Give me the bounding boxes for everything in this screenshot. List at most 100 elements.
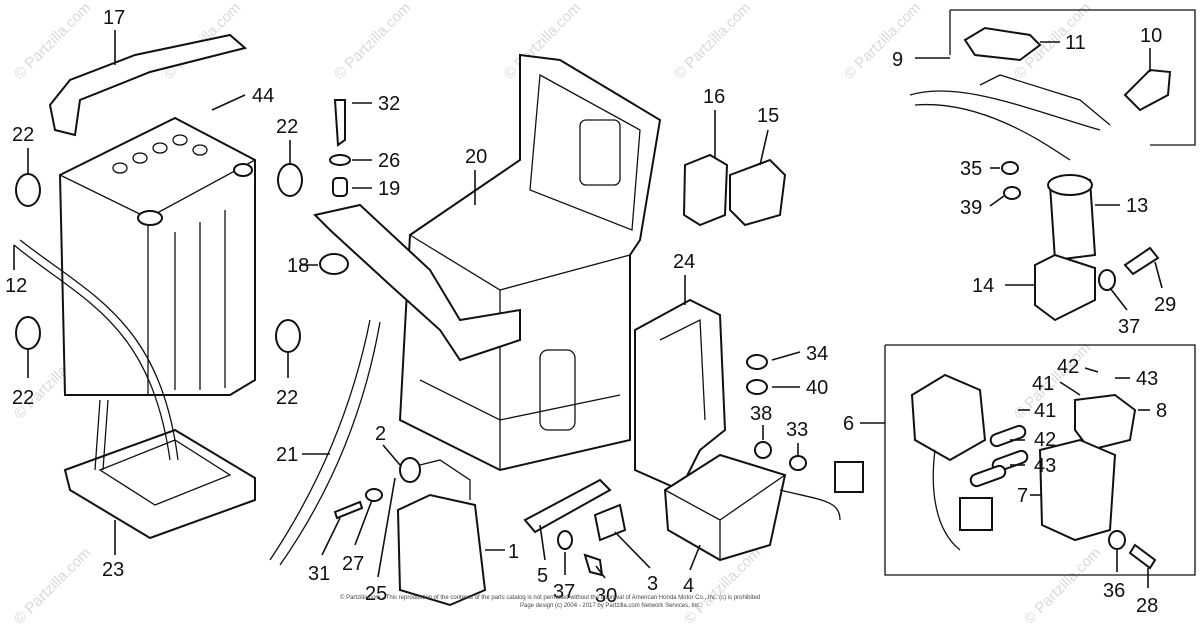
- callout-38[interactable]: 38: [750, 403, 772, 425]
- grommet: [15, 316, 41, 350]
- callout-42[interactable]: 42: [1034, 429, 1056, 451]
- grommet: [277, 163, 303, 197]
- screw-28: [1128, 543, 1157, 570]
- bracket-24: [634, 298, 727, 492]
- callout-14[interactable]: 14: [972, 275, 994, 297]
- nut-35: [1001, 161, 1019, 175]
- callout-36[interactable]: 36: [1103, 580, 1125, 602]
- regulator: [396, 493, 487, 607]
- callout-5[interactable]: 5: [537, 565, 548, 587]
- washer-37b: [1098, 269, 1116, 291]
- callout-21[interactable]: 21: [276, 444, 298, 466]
- callout-1[interactable]: 1: [508, 541, 519, 563]
- callout-31[interactable]: 31: [308, 563, 330, 585]
- watermark-text: © Partzilla.com: [841, 0, 924, 83]
- callout-26[interactable]: 26: [378, 150, 400, 172]
- boot-10: [1123, 68, 1172, 112]
- bolt-30: [583, 553, 604, 577]
- callout-41[interactable]: 41: [1034, 400, 1056, 422]
- collar: [332, 177, 348, 197]
- callout-23[interactable]: 23: [102, 559, 124, 581]
- nut-38: [754, 441, 772, 459]
- callout-4[interactable]: 4: [683, 575, 694, 597]
- callout-34[interactable]: 34: [806, 343, 828, 365]
- callout-37[interactable]: 37: [1118, 316, 1140, 338]
- callout-12[interactable]: 12: [5, 275, 27, 297]
- battery-drawing: [58, 116, 256, 396]
- fuse: [969, 464, 1007, 488]
- watermark-text: © Partzilla.com: [1021, 544, 1104, 627]
- watermark-text: © Partzilla.com: [671, 0, 754, 83]
- callout-10[interactable]: 10: [1140, 25, 1162, 47]
- callout-32[interactable]: 32: [378, 93, 400, 115]
- washer-37: [557, 530, 573, 550]
- callout-6[interactable]: 6: [843, 413, 854, 435]
- plate: [523, 478, 612, 534]
- callout-16[interactable]: 16: [703, 86, 725, 108]
- boot-11: [963, 26, 1042, 62]
- screw-31: [333, 500, 364, 520]
- callout-29[interactable]: 29: [1154, 294, 1176, 316]
- callout-11[interactable]: 11: [1065, 32, 1086, 54]
- watermark-text: © Partzilla.com: [11, 0, 94, 83]
- callout-27[interactable]: 27: [342, 553, 364, 575]
- callout-35[interactable]: 35: [960, 158, 982, 180]
- watermark-text: © Partzilla.com: [11, 544, 94, 627]
- callout-numbers: 17 44 32 26 19 20 18 22 22 22 22 12 21 2…: [5, 7, 1176, 617]
- callout-30[interactable]: 30: [595, 585, 617, 607]
- breather-tube: [269, 319, 371, 561]
- callout-39[interactable]: 39: [960, 197, 982, 219]
- callout-17[interactable]: 17: [103, 7, 125, 29]
- callout-25[interactable]: 25: [365, 583, 387, 605]
- group-box-9: [950, 9, 1196, 146]
- callout-28[interactable]: 28: [1136, 595, 1158, 617]
- callout-42[interactable]: 42: [1057, 356, 1079, 378]
- callout-22[interactable]: 22: [12, 124, 34, 146]
- callout-41[interactable]: 41: [1032, 373, 1054, 395]
- callout-9[interactable]: 9: [892, 49, 903, 71]
- callout-2[interactable]: 2: [375, 423, 386, 445]
- nut-34: [746, 354, 768, 370]
- starter-relay-bracket: [593, 503, 627, 542]
- washer-40: [746, 379, 768, 395]
- callout-20[interactable]: 20: [465, 146, 487, 168]
- washer-36: [1108, 530, 1126, 550]
- callout-22[interactable]: 22: [276, 116, 298, 138]
- group-box-6: [884, 344, 1196, 576]
- fuse: [989, 424, 1027, 448]
- callout-40[interactable]: 40: [806, 377, 828, 399]
- callout-43[interactable]: 43: [1034, 455, 1056, 477]
- relay-15: [729, 158, 787, 227]
- bolt-29: [1123, 246, 1160, 276]
- callout-33[interactable]: 33: [786, 419, 808, 441]
- fuse-block: [910, 373, 987, 462]
- callout-8[interactable]: 8: [1156, 400, 1167, 422]
- callout-22[interactable]: 22: [12, 387, 34, 409]
- fuse-box-cover-7: [1038, 438, 1117, 542]
- callout-19[interactable]: 19: [378, 178, 400, 200]
- nut-33: [789, 455, 807, 471]
- callout-43[interactable]: 43: [1136, 368, 1158, 390]
- washer-27: [365, 488, 383, 502]
- battery-case-bracket: [313, 53, 662, 472]
- relay-cables: [909, 74, 1111, 161]
- callout-3[interactable]: 3: [647, 573, 658, 595]
- copyright-line: © Partzilla.com - This reproduction of t…: [340, 594, 760, 601]
- callout-18[interactable]: 18: [287, 255, 309, 277]
- grommet: [15, 173, 41, 207]
- callout-44[interactable]: 44: [252, 85, 274, 107]
- callout-7[interactable]: 7: [1017, 485, 1028, 507]
- callout-15[interactable]: 15: [757, 105, 779, 127]
- grommet-2: [399, 457, 421, 483]
- fuse-holder-8: [1074, 393, 1137, 452]
- connector: [834, 461, 864, 493]
- bolt: [333, 99, 346, 147]
- copyright-line-2: Page design (c) 2004 - 2017 by Partzilla…: [520, 603, 701, 609]
- battery-tray: [63, 428, 256, 540]
- callout-24[interactable]: 24: [673, 251, 695, 273]
- callout-37[interactable]: 37: [553, 581, 575, 603]
- callout-22[interactable]: 22: [276, 387, 298, 409]
- callout-13[interactable]: 13: [1126, 195, 1148, 217]
- leader-lines: [13, 30, 1163, 588]
